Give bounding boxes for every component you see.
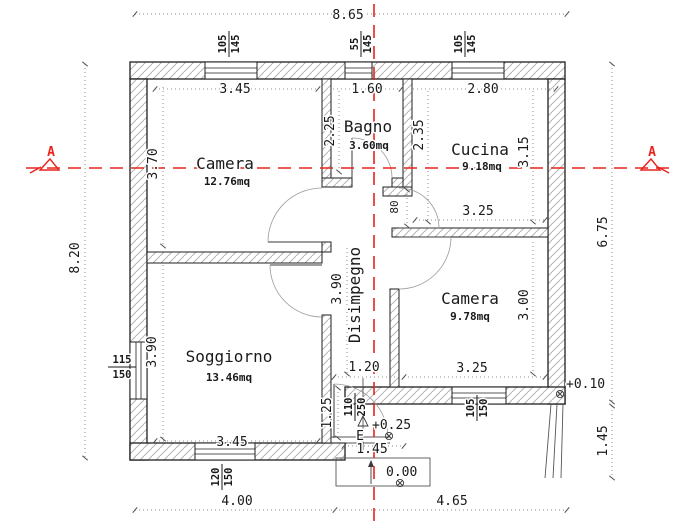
section-label-right: A — [648, 145, 656, 160]
dim-entry-width: 1.45 — [356, 442, 387, 457]
svg-text:145: 145 — [230, 35, 242, 54]
svg-text:55: 55 — [349, 38, 361, 51]
window-bottom-camera-se — [451, 386, 507, 405]
window-top-bagno — [344, 61, 373, 80]
dim-bottom-left: 4.00 — [221, 494, 252, 509]
window-top-cucina — [451, 61, 505, 80]
entrance-porch — [335, 457, 431, 487]
dim-cucina-bottom-width: 3.25 — [462, 204, 493, 219]
svg-text:120: 120 — [210, 468, 222, 487]
door-camera-se — [398, 236, 452, 290]
room-area-camera-se: 9.78mq — [450, 310, 490, 323]
entrance-marker: E — [355, 414, 369, 446]
dim-cucina-height-right: 3.15 — [517, 136, 532, 167]
room-area-soggiorno: 13.46mq — [206, 371, 252, 384]
dim-camera-nw-height: 3.70 — [146, 148, 161, 179]
dim-cucina-width: 2.80 — [467, 82, 498, 97]
door-camera-nw — [267, 187, 323, 243]
interior-walls — [146, 78, 549, 444]
window-top-camera — [204, 61, 258, 80]
room-name-camera-nw: Camera — [196, 154, 254, 173]
doors — [267, 137, 452, 450]
dim-bagno-height-left: 2.25 — [323, 115, 338, 146]
svg-text:+0.10: +0.10 — [566, 377, 605, 392]
dim-camera-nw-width: 3.45 — [219, 82, 250, 97]
windows — [129, 61, 507, 461]
svg-text:145: 145 — [466, 35, 478, 54]
svg-text:250: 250 — [356, 398, 368, 417]
window-label-bottom-camera-se: 105 150 — [464, 395, 492, 421]
svg-text:150: 150 — [478, 399, 490, 418]
window-bottom-soggiorno — [194, 442, 256, 461]
svg-text:105: 105 — [465, 399, 477, 418]
section-flag-right — [639, 157, 670, 174]
dim-total-height-right: 6.75 — [596, 216, 611, 247]
entrance-label: E — [356, 429, 364, 444]
svg-text:105: 105 — [453, 35, 465, 54]
window-left-soggiorno — [129, 341, 148, 400]
window-labels: 105 145 55 145 105 145 115 150 120 150 1… — [108, 31, 492, 490]
svg-text:0.00: 0.00 — [386, 465, 417, 480]
svg-text:145: 145 — [362, 35, 374, 54]
dim-steps-height: 1.45 — [596, 425, 611, 456]
svg-text:+0.25: +0.25 — [372, 418, 411, 433]
level-side: +0.10 — [555, 376, 607, 399]
window-label-bottom-soggiorno: 120 150 — [209, 464, 237, 490]
level-markers: E +0.25 0.00 +0.10 — [355, 376, 607, 488]
dim-soggiorno-bottom-width: 3.45 — [216, 435, 247, 450]
section-lines: A A — [26, 4, 674, 521]
dim-soggiorno-height: 3.90 — [145, 336, 160, 367]
dim-bagno-width: 1.60 — [351, 82, 382, 97]
dim-bottom-right: 4.65 — [436, 494, 467, 509]
level-porch: 0.00 — [385, 464, 419, 488]
dim-entry-recess-height: 1.25 — [320, 397, 335, 428]
window-label-top-camera: 105 145 — [216, 31, 244, 57]
dim-cucina-height-left: 2.35 — [412, 119, 427, 150]
door-soggiorno — [269, 264, 323, 318]
svg-text:115: 115 — [113, 354, 132, 366]
room-labels: Camera 12.76mq Bagno 3.60mq Cucina 9.18m… — [184, 116, 510, 386]
door-bagno — [351, 137, 393, 179]
section-flag-left — [29, 157, 61, 174]
dim-cucina-door-width: 80 — [388, 200, 401, 213]
room-name-cucina: Cucina — [451, 140, 509, 159]
dim-corridor-width: 1.20 — [348, 360, 379, 375]
window-label-top-cucina: 105 145 — [452, 31, 480, 57]
section-label-left: A — [47, 145, 55, 160]
room-area-bagno: 3.60mq — [349, 139, 389, 152]
dim-camera-se-height: 3.00 — [517, 289, 532, 320]
room-name-bagno: Bagno — [344, 117, 392, 136]
room-area-cucina: 9.18mq — [462, 160, 502, 173]
svg-text:150: 150 — [113, 369, 132, 381]
dimension-lines — [81, 10, 616, 514]
room-name-camera-se: Camera — [441, 289, 499, 308]
dim-disimpegno-height: 3.90 — [330, 273, 345, 304]
window-label-top-bagno: 55 145 — [348, 31, 376, 57]
svg-text:150: 150 — [223, 468, 235, 487]
dimension-labels: 8.65 8.20 6.75 1.45 4.00 4.65 3.45 1.60 … — [67, 7, 613, 511]
room-name-soggiorno: Soggiorno — [186, 347, 273, 366]
level-interior: +0.25 — [371, 417, 413, 441]
dim-camera-se-bottom-width: 3.25 — [456, 361, 487, 376]
room-area-camera-nw: 12.76mq — [204, 175, 250, 188]
dim-total-height-left: 8.20 — [68, 242, 83, 273]
entry-door-label: 110 250 — [342, 393, 370, 421]
dim-total-width: 8.65 — [332, 8, 363, 23]
room-name-disimpegno: Disimpegno — [345, 247, 364, 343]
svg-text:110: 110 — [343, 398, 355, 417]
window-label-left-soggiorno: 115 150 — [108, 353, 136, 383]
svg-text:105: 105 — [217, 35, 229, 54]
side-steps — [544, 403, 564, 479]
